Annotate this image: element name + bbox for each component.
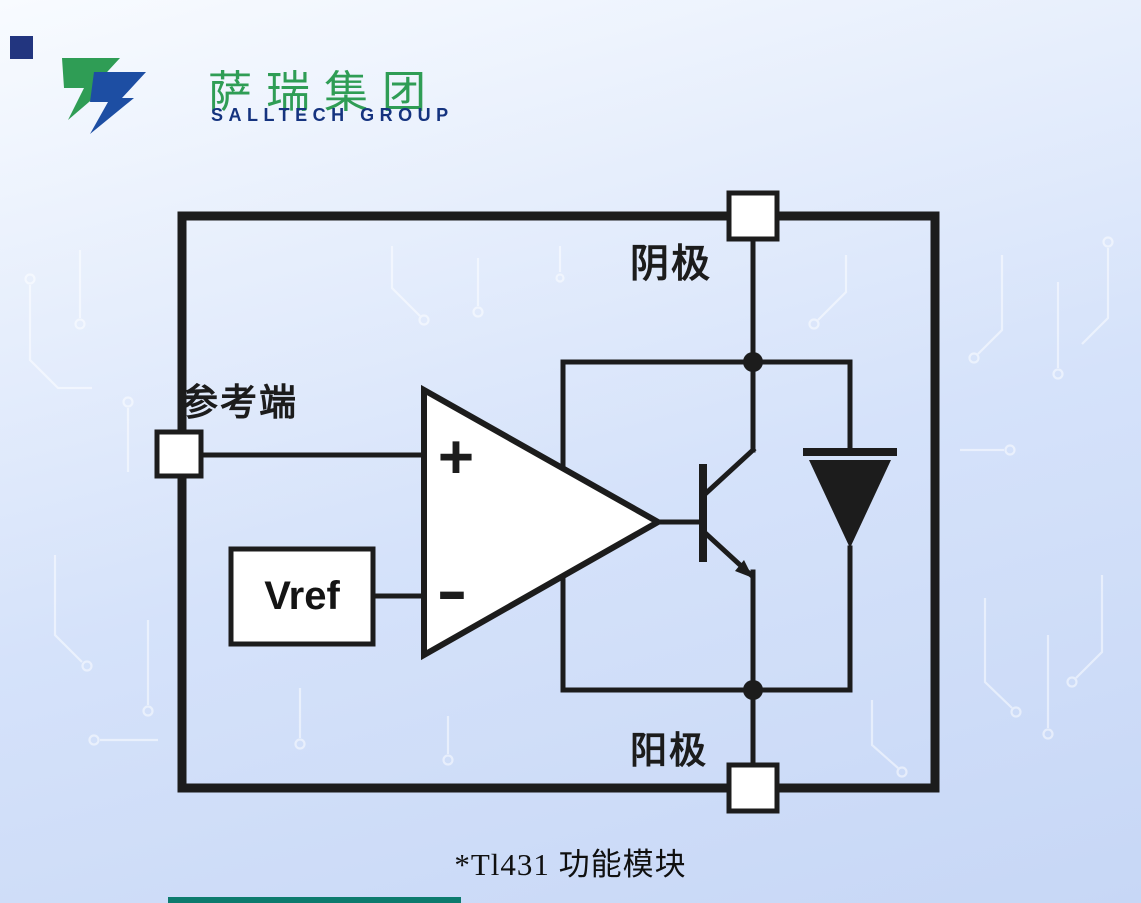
company-name-en: SALLTECH GROUP bbox=[211, 105, 454, 125]
opamp-plus-label: + bbox=[437, 423, 475, 492]
protection-diode bbox=[803, 359, 897, 693]
opamp-triangle bbox=[421, 384, 665, 661]
opamp-minus-label: - bbox=[436, 556, 468, 626]
diagram-caption: *Tl431 功能模块 bbox=[454, 847, 687, 882]
vref-label: Vref bbox=[264, 574, 340, 618]
npn-transistor bbox=[699, 359, 757, 693]
cathode-label: 阴极 bbox=[630, 243, 713, 286]
reference-pin bbox=[154, 429, 204, 479]
bottom-accent-strip bbox=[168, 897, 461, 903]
emitter-arrow-icon bbox=[735, 560, 753, 578]
company-logo: 萨瑞集团 SALLTECH GROUP bbox=[60, 54, 480, 144]
logo-blue-shape bbox=[90, 72, 146, 134]
reference-label: 参考端 bbox=[181, 382, 298, 423]
company-name-cn: 萨瑞集团 bbox=[208, 68, 440, 117]
logo-icon bbox=[62, 58, 146, 134]
corner-decor-square bbox=[10, 36, 33, 59]
vref-box bbox=[228, 546, 376, 647]
junction-dot-bottom bbox=[743, 680, 763, 700]
circuit-wires bbox=[154, 190, 940, 814]
ic-boundary bbox=[177, 211, 940, 793]
cathode-pin bbox=[726, 190, 780, 242]
anode-label: 阳极 bbox=[630, 730, 708, 771]
junction-dot-top bbox=[743, 352, 763, 372]
anode-pin bbox=[726, 762, 780, 814]
